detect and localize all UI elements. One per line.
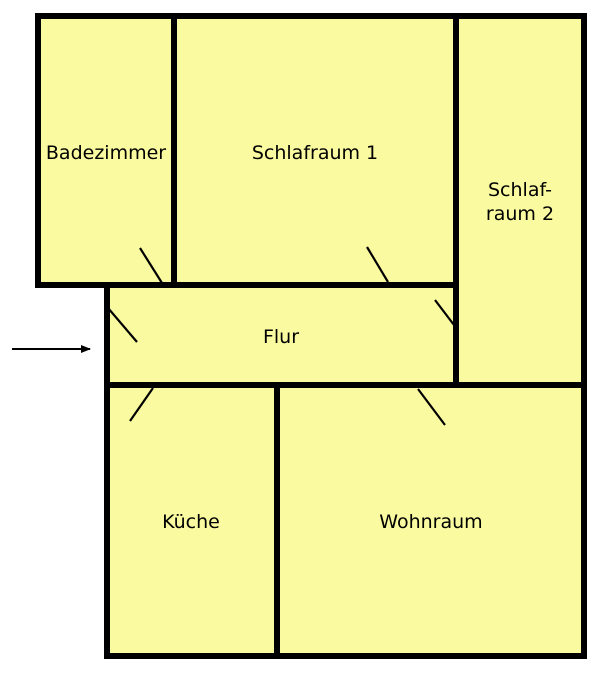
label-schlafraum2-line1: Schlaf- bbox=[488, 179, 552, 201]
room-labels: Badezimmer Schlafraum 1 Schlaf- raum 2 F… bbox=[46, 142, 554, 533]
label-badezimmer: Badezimmer bbox=[46, 142, 166, 164]
door-kueche bbox=[129, 387, 154, 422]
label-wohnraum: Wohnraum bbox=[379, 511, 482, 533]
label-flur: Flur bbox=[263, 326, 299, 348]
walls bbox=[35, 13, 587, 659]
badezimmer-fill bbox=[38, 16, 174, 285]
schlafraum1-fill bbox=[174, 16, 456, 285]
kueche-fill bbox=[107, 385, 277, 656]
room-fills bbox=[38, 16, 584, 656]
schlafraum2-fill bbox=[456, 16, 584, 385]
door-badezimmer bbox=[139, 247, 163, 284]
flur-fill bbox=[107, 285, 456, 385]
wohnraum-fill bbox=[277, 385, 584, 656]
doors bbox=[107, 246, 455, 426]
door-schlafraum2 bbox=[434, 299, 455, 326]
label-schlafraum1: Schlafraum 1 bbox=[252, 142, 378, 164]
door-schlafraum1 bbox=[366, 246, 389, 283]
door-wohnraum bbox=[417, 388, 446, 426]
label-kueche: Küche bbox=[162, 511, 220, 533]
label-schlafraum2-line2: raum 2 bbox=[486, 203, 554, 225]
door-entrance bbox=[107, 307, 138, 343]
